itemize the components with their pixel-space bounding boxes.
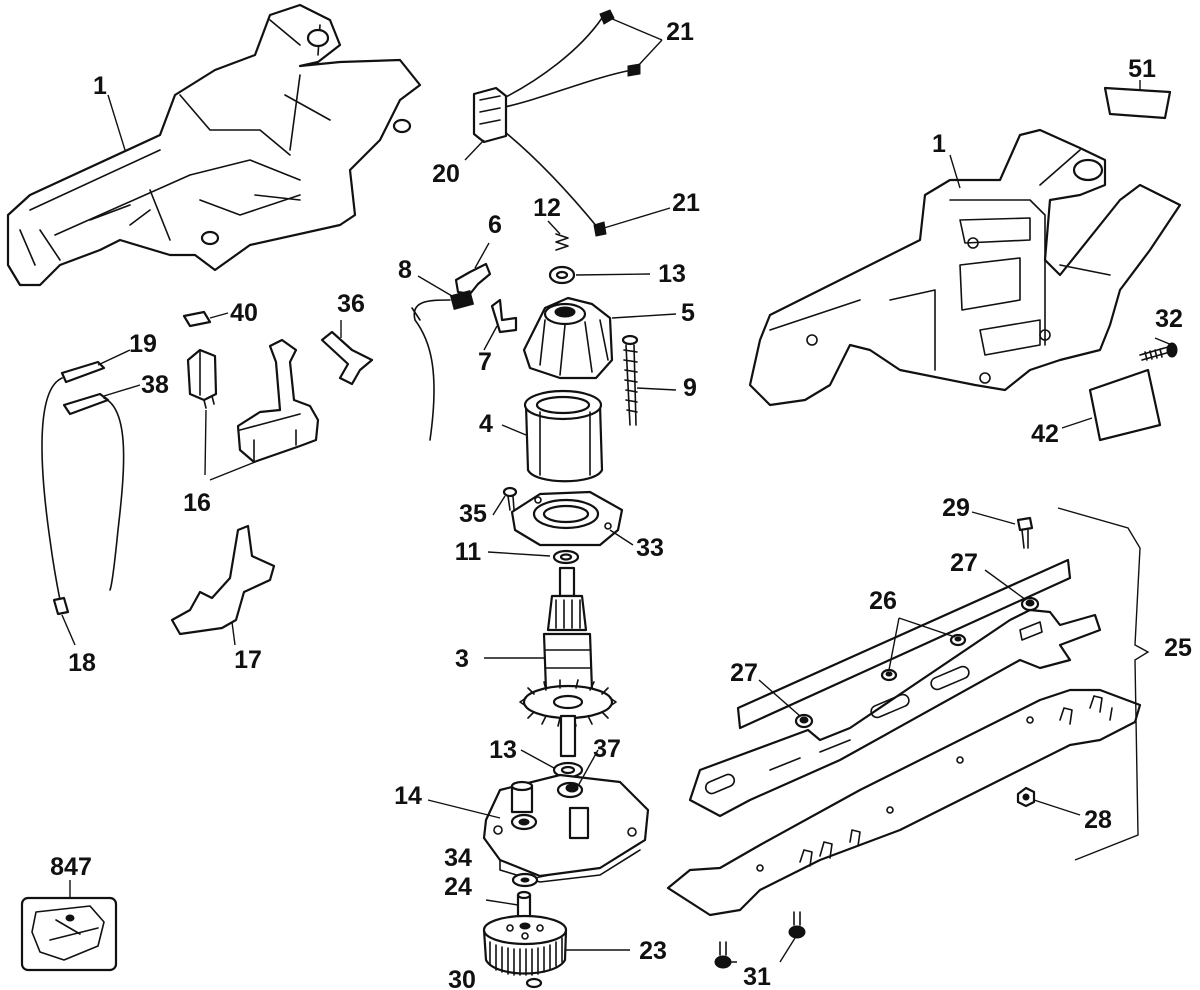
screws-31 — [714, 911, 806, 969]
label-part-13-top: 13 — [658, 260, 686, 288]
name-plate-42 — [1088, 368, 1162, 442]
gear-assembly-23-24 — [482, 890, 568, 976]
part-labels: 1 1 3 4 5 6 7 8 9 11 12 13 13 14 16 17 1… — [50, 18, 1192, 990]
label-part-40: 40 — [230, 299, 258, 327]
label-part-13-bottom: 13 — [489, 736, 517, 764]
label-part-1-left: 1 — [93, 72, 107, 100]
nut-27-top — [1020, 596, 1040, 612]
pin-37 — [565, 783, 579, 793]
label-part-27-left: 27 — [730, 659, 758, 687]
label-part-7: 7 — [478, 348, 492, 376]
label-part-11: 11 — [455, 538, 482, 566]
washer-34 — [511, 872, 539, 888]
screw-32 — [1139, 342, 1178, 361]
armature-3 — [519, 566, 617, 758]
label-part-31: 31 — [743, 963, 771, 990]
label-plate-51 — [1103, 86, 1172, 120]
label-part-38: 38 — [141, 371, 169, 399]
blade-assembly-25 — [666, 507, 1150, 917]
wire-harness-20-21 — [472, 9, 641, 237]
label-part-16: 16 — [183, 489, 211, 517]
label-part-6: 6 — [488, 211, 502, 239]
washer-13-top — [548, 265, 576, 285]
label-part-42: 42 — [1031, 420, 1059, 448]
washer-30 — [525, 977, 543, 989]
pad-40 — [182, 310, 212, 328]
label-part-18: 18 — [68, 649, 96, 677]
label-part-23: 23 — [639, 937, 667, 965]
housing-left-half — [6, 3, 422, 287]
label-part-12: 12 — [533, 194, 561, 222]
label-part-17: 17 — [234, 646, 262, 674]
trigger-17 — [170, 524, 276, 636]
label-part-32: 32 — [1155, 305, 1183, 333]
bracket-7 — [490, 298, 518, 334]
label-part-21-top: 21 — [666, 18, 694, 46]
label-part-30: 30 — [448, 966, 476, 990]
label-part-34: 34 — [444, 844, 472, 872]
nut-28 — [1016, 786, 1036, 808]
label-part-25: 25 — [1164, 634, 1192, 662]
screw-29 — [1016, 516, 1034, 549]
brush-clip-6 — [454, 262, 492, 296]
gear-case-14 — [482, 773, 650, 883]
label-part-26: 26 — [869, 587, 897, 615]
brush-lead-8 — [411, 290, 475, 441]
lockout-36 — [320, 330, 374, 386]
housing-right-half — [748, 128, 1182, 407]
label-part-20: 20 — [432, 160, 460, 188]
label-part-29: 29 — [942, 494, 970, 522]
label-part-19: 19 — [129, 330, 157, 358]
label-part-4: 4 — [479, 410, 493, 438]
label-part-51: 51 — [1128, 55, 1156, 83]
washer-11 — [552, 549, 580, 565]
label-part-27-top: 27 — [950, 549, 978, 577]
label-part-36: 36 — [337, 290, 365, 318]
switch-16 — [186, 338, 320, 464]
rivet-26-a — [880, 668, 898, 682]
leader-lines — [61, 17, 1173, 963]
washer-13-bottom — [552, 761, 584, 779]
label-part-9: 9 — [683, 374, 697, 402]
label-part-37: 37 — [593, 735, 621, 763]
label-part-14: 14 — [394, 782, 422, 810]
label-part-8: 8 — [398, 256, 412, 284]
lead-wires-18-19-38 — [41, 360, 125, 616]
label-part-3: 3 — [455, 645, 469, 673]
kit-847 — [20, 896, 118, 972]
long-screw-9 — [621, 334, 639, 426]
end-bracket-5 — [522, 296, 614, 380]
label-part-24: 24 — [444, 873, 472, 901]
stator-4 — [523, 389, 604, 483]
screw-35 — [502, 486, 518, 511]
label-part-33: 33 — [636, 534, 664, 562]
label-part-28: 28 — [1084, 806, 1112, 834]
label-part-847: 847 — [50, 853, 92, 881]
label-part-5: 5 — [681, 299, 695, 327]
bearing-retainer-33 — [510, 490, 624, 547]
nut-27-left — [794, 713, 814, 729]
label-part-1-right: 1 — [932, 130, 946, 158]
spring-12 — [555, 233, 569, 251]
label-part-21-mid: 21 — [672, 189, 700, 217]
label-part-35: 35 — [459, 500, 487, 528]
